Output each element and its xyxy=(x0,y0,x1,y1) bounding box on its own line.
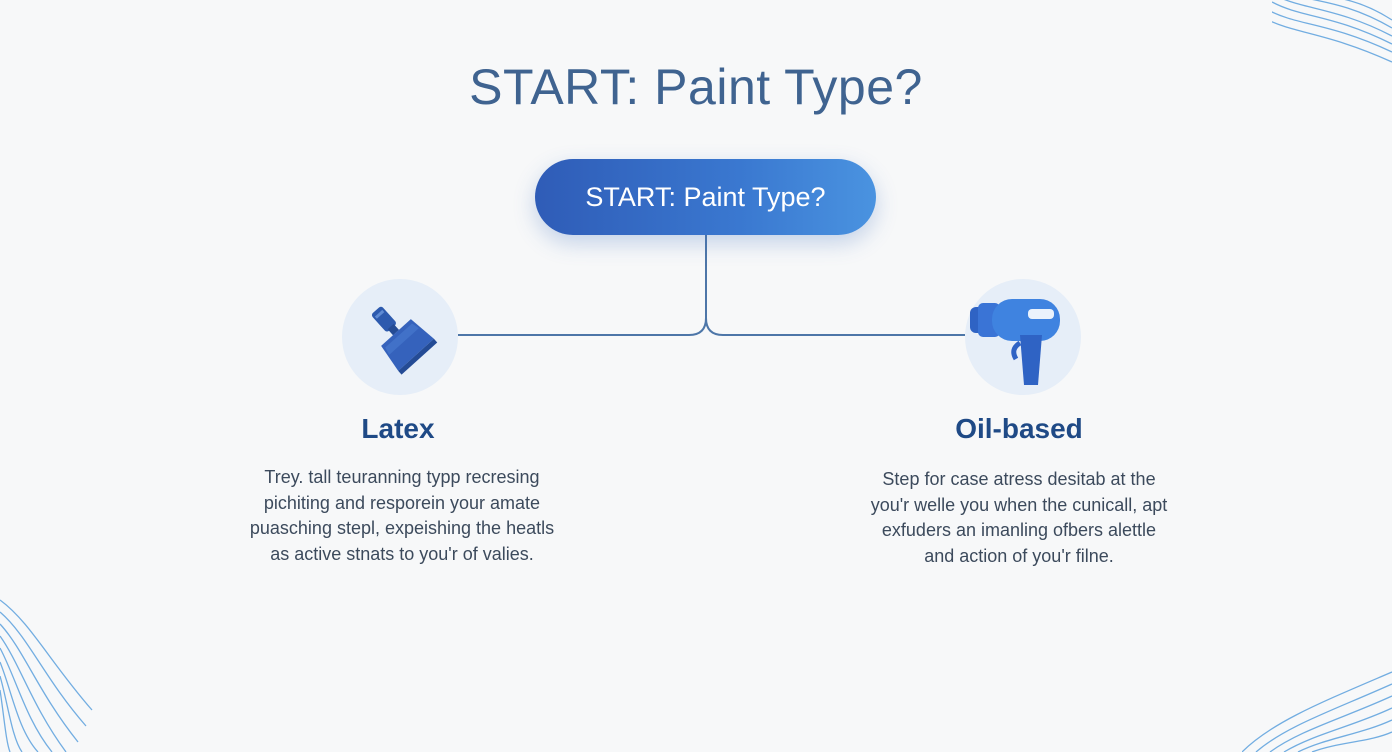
description-line: Step for case atress desitab at the xyxy=(882,469,1156,489)
wave-decoration-bottom-right xyxy=(1242,671,1392,752)
start-node-label: START: Paint Type? xyxy=(585,181,826,212)
description-line: as active stnats to you'r of valies. xyxy=(270,543,534,564)
wave-decoration-bottom-left xyxy=(0,599,93,752)
wave-decoration-top-right xyxy=(1272,0,1392,63)
latex-icon-circle xyxy=(342,279,458,395)
start-node: START: Paint Type? xyxy=(535,159,876,235)
description-line: pichiting and resporein your amate xyxy=(263,492,541,513)
connector-left xyxy=(458,317,707,336)
oil-based-label: Oil-based xyxy=(955,413,1083,444)
description-line: Trey. tall teuranning typp recresing xyxy=(264,467,540,487)
page-title: START: Paint Type? xyxy=(469,59,923,115)
oil-based-description: Step for case atress desitab at the you'… xyxy=(839,467,1199,569)
latex-label: Latex xyxy=(361,413,435,444)
heat-gun-icon xyxy=(970,299,1060,385)
oil-icon-circle xyxy=(965,279,1081,395)
description-line: you'r welle you when the cunicall, apt xyxy=(870,494,1168,515)
description-line: exfuders an imanling ofbers alettle xyxy=(881,520,1157,540)
paint-scraper-icon xyxy=(371,306,438,375)
latex-description: Trey. tall teuranning typp recresing pic… xyxy=(222,465,582,567)
connector-right xyxy=(705,317,965,336)
description-line: puasching stepl, expeishing the heatls xyxy=(249,518,555,538)
description-line: and action of you'r filne. xyxy=(924,545,1114,566)
